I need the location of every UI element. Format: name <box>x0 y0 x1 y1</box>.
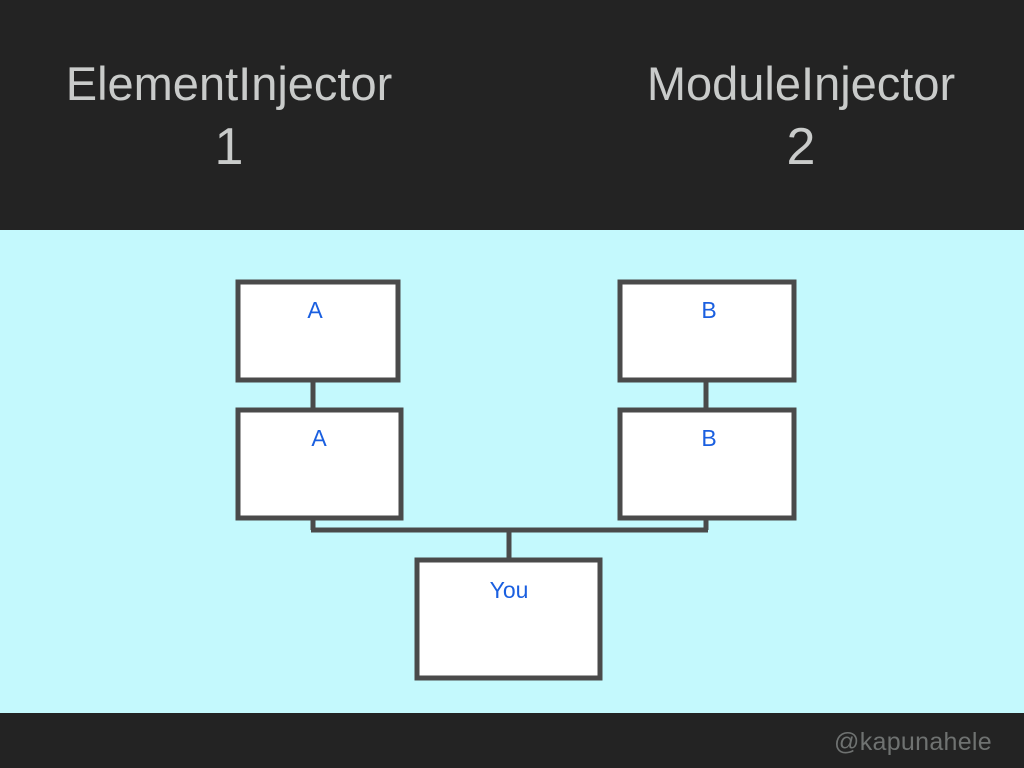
title-element-injector: ElementInjector 1 <box>14 60 444 173</box>
footer-band: @kapunahele <box>0 713 1024 768</box>
node-a-bottom-box[interactable] <box>235 407 404 521</box>
node-a-bottom[interactable]: A <box>235 407 404 521</box>
diagram-stage: A A B B You <box>0 230 1024 713</box>
node-a-bottom-label: A <box>311 425 327 451</box>
title-module-injector-name: ModuleInjector <box>646 57 956 110</box>
node-a-top[interactable]: A <box>235 279 401 383</box>
node-a-top-box[interactable] <box>235 279 401 383</box>
title-element-injector-name: ElementInjector <box>65 57 393 110</box>
title-module-injector: ModuleInjector 2 <box>586 60 1016 173</box>
node-b-bottom-box[interactable] <box>617 407 797 521</box>
node-you-label: You <box>490 577 529 603</box>
watermark-handle: @kapunahele <box>834 728 992 756</box>
node-you[interactable]: You <box>414 557 603 681</box>
node-b-top[interactable]: B <box>617 279 797 383</box>
node-you-box[interactable] <box>414 557 603 681</box>
node-b-bottom[interactable]: B <box>617 407 797 521</box>
node-b-bottom-label: B <box>701 425 716 451</box>
header-band: ElementInjector 1 ModuleInjector 2 <box>0 0 1024 230</box>
injector-hierarchy-diagram: A A B B You <box>235 279 797 681</box>
node-b-top-label: B <box>701 297 716 323</box>
title-module-injector-number: 2 <box>786 118 816 176</box>
node-a-top-label: A <box>307 297 323 323</box>
title-element-injector-number: 1 <box>214 118 244 176</box>
node-b-top-box[interactable] <box>617 279 797 383</box>
